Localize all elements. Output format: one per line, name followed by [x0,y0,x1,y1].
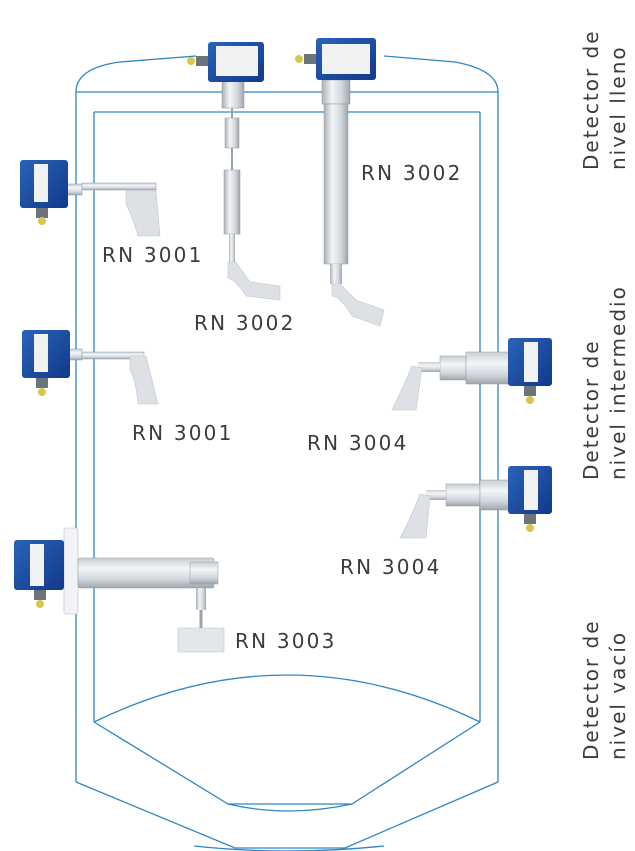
side-label-empty: Detector de nivel vacío [579,619,630,760]
tank-inner-dome-bottom [93,674,481,723]
sensor-rn3001-lower [22,330,159,405]
side-label-intermediate-line2: nivel intermedio [606,285,630,480]
paddle [331,283,385,327]
sensor-rn3003 [14,527,225,653]
label-rn3004-lower: RN 3004 [340,555,442,579]
label-rn3001-upper: RN 3001 [102,243,204,267]
tank-outer-roof [75,55,197,93]
label-rn3004-upper: RN 3004 [307,431,409,455]
paddle [125,190,161,237]
side-label-full-line2: nivel lleno [606,45,630,170]
paddle [227,261,281,301]
paddle [399,493,431,539]
tank-outline [75,55,499,851]
label-rn3003: RN 3003 [235,629,337,653]
paddle [129,355,159,405]
tank-outer-cone [75,781,499,849]
side-label-full: Detector de nivel lleno [579,29,630,170]
sensor-rn3004-lower [399,466,552,539]
label-rn3002-left: RN 3002 [194,311,296,335]
side-label-empty-line1: Detector de [579,619,603,760]
label-rn3001-lower: RN 3001 [132,421,234,445]
sensor-rn3004-upper [391,338,552,411]
side-label-intermediate: Detector de nivel intermedio [579,285,630,480]
side-label-empty-line2: nivel vacío [606,631,630,760]
tank-outer-roof-right [383,55,499,93]
sensor-rn3001-upper [20,160,161,237]
side-label-intermediate-line1: Detector de [579,339,603,480]
side-label-full-line1: Detector de [579,29,603,170]
sensor-rn3002-cable [187,42,281,301]
label-rn3002-right: RN 3002 [361,161,463,185]
paddle [391,365,423,411]
sensor-rn3002-rod [295,38,385,327]
